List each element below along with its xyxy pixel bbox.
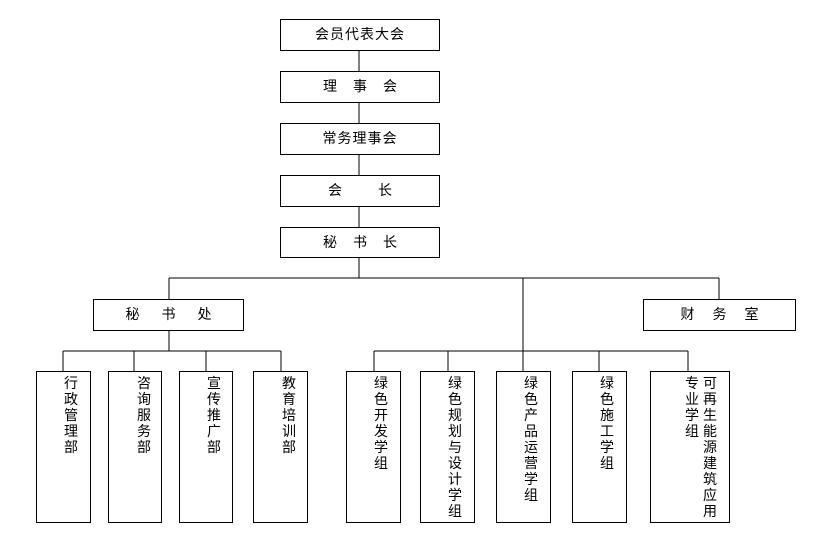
group-construction-label: 绿色施工学组 [600,376,614,472]
group-construction-box: 绿色施工学组 [572,371,627,523]
unit-promotion-label: 宣传推广部 [207,376,221,456]
group-development-label: 绿色开发学组 [374,376,388,472]
unit-consulting-box: 咨询服务部 [108,371,162,523]
unit-training-box: 教育培训部 [253,371,308,523]
finance-box: 财务室 [643,299,796,331]
secretary-general-label: 秘书长 [323,234,413,251]
group-renewable-label-a: 专业学组 [685,376,699,440]
president-label: 会长 [328,183,428,199]
president-box: 会长 [280,175,440,207]
secretariat-label: 秘书处 [125,307,234,323]
unit-admin-box: 行政管理部 [36,371,91,523]
group-operation-label: 绿色产品运营学组 [524,376,538,504]
group-renewable-box: 专业学组 可再生能源建筑应用 [650,371,730,523]
group-planning-label: 绿色规划与设计学组 [448,376,462,520]
secretariat-box: 秘书处 [93,299,244,331]
unit-consulting-label: 咨询服务部 [137,376,151,456]
group-renewable-label-b: 可再生能源建筑应用 [703,376,717,520]
standing-council-label: 常务理事会 [322,131,398,147]
unit-admin-label: 行政管理部 [64,376,78,456]
congress-box: 会员代表大会 [280,19,440,51]
unit-training-label: 教育培训部 [282,376,296,456]
group-operation-box: 绿色产品运营学组 [496,371,551,523]
unit-promotion-box: 宣传推广部 [179,371,233,523]
group-planning-box: 绿色规划与设计学组 [420,371,475,523]
council-label: 理事会 [323,79,413,95]
group-development-box: 绿色开发学组 [346,371,401,523]
finance-label: 财务室 [680,307,777,323]
secretary-general-box: 秘书长 [280,227,440,258]
council-box: 理事会 [280,71,440,103]
standing-council-box: 常务理事会 [280,123,440,155]
congress-label: 会员代表大会 [315,27,405,43]
